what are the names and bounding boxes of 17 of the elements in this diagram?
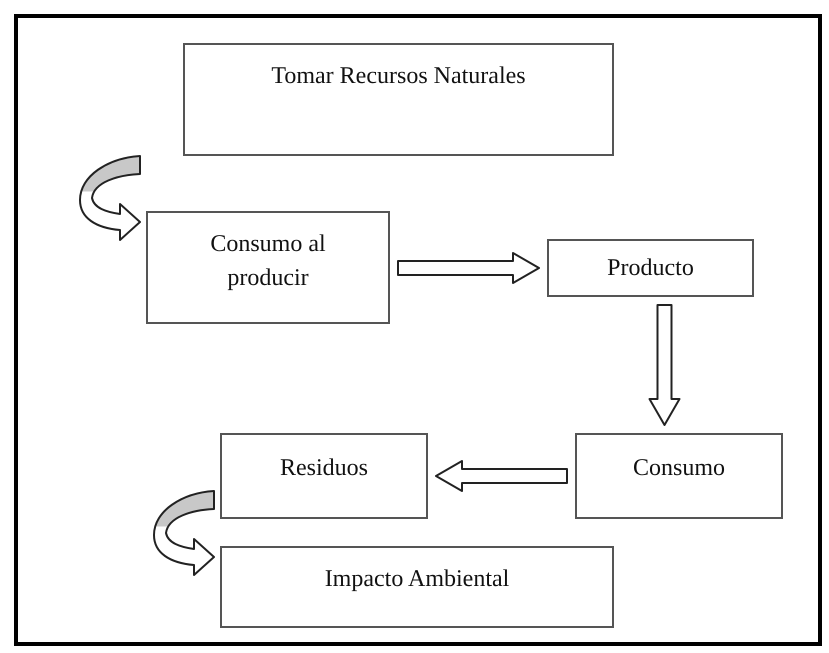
box-label: Tomar Recursos Naturales <box>271 62 526 91</box>
process-box <box>575 433 783 519</box>
block-arrow <box>435 460 568 492</box>
process-box <box>183 43 614 156</box>
curved-arrow <box>153 490 215 576</box>
block-arrow <box>648 304 680 426</box>
process-box <box>220 546 614 628</box>
curved-arrow <box>79 155 141 241</box>
box-label: Impacto Ambiental <box>324 565 510 594</box>
process-box <box>220 433 428 519</box>
block-arrow <box>397 252 540 284</box>
box-label: Consumo <box>632 454 725 483</box>
process-box <box>547 239 754 297</box>
box-label: Producto <box>607 254 694 283</box>
process-box <box>146 211 390 324</box>
box-label: Consumo al producir <box>209 230 327 293</box>
box-label: Residuos <box>280 454 368 483</box>
